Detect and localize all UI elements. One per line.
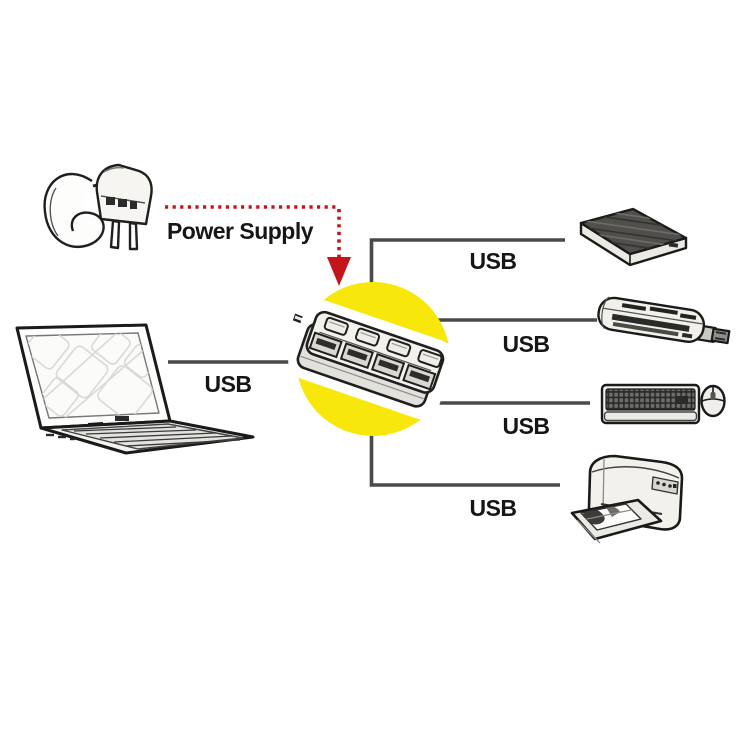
hub-usb-ports: [308, 331, 437, 391]
printer-control-panel: [651, 476, 679, 495]
usb-label-external-drive: USB: [469, 248, 517, 274]
mouse-icon: [700, 384, 726, 418]
power-supply-label: Power Supply: [166, 218, 314, 244]
usb-label-card-reader: USB: [502, 331, 550, 357]
power-supply-illustration: [43, 163, 153, 251]
laptop-illustration: [15, 323, 255, 455]
hub-port-switches: [323, 316, 443, 369]
arrow-head-icon: [327, 257, 351, 286]
keyboard-mouse-illustration: [600, 383, 726, 425]
card-reader-illustration: [597, 296, 731, 345]
power-supply-arrow: [165, 205, 351, 286]
printed-photo: [581, 506, 637, 525]
usb-label-laptop: USB: [204, 371, 252, 397]
usb-label-printer: USB: [469, 495, 517, 521]
printer-illustration: [570, 454, 684, 544]
keyboard-icon: [600, 383, 701, 425]
usb-label-keyboard-mouse: USB: [502, 413, 550, 439]
external-drive-illustration: [579, 207, 688, 267]
usb-hub-illustration: [288, 299, 455, 420]
